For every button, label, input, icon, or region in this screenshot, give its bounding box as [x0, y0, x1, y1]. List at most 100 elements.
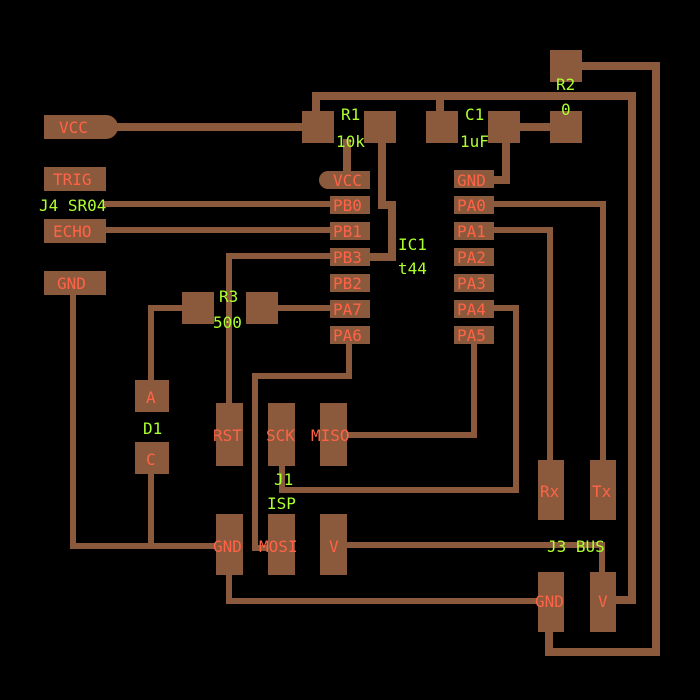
isp-v-pad [320, 514, 347, 575]
ic-pa3-pad [454, 274, 494, 292]
d1-ref: D1 [143, 419, 162, 438]
r3-value: 500 [213, 313, 242, 332]
isp-miso-pad [320, 403, 347, 466]
ic-pa7-label: PA7 [333, 300, 362, 319]
ic-pa1-pad [454, 222, 494, 240]
trig-label: TRIG [53, 170, 92, 189]
ic-pa5-pad [454, 326, 494, 344]
trig-pad [44, 167, 106, 191]
isp-gnd-pad [216, 514, 243, 575]
trace-r3-led [148, 305, 185, 383]
trace-r2-outer [545, 62, 660, 656]
bus-gnd-label: GND [535, 592, 564, 611]
isp-gnd-label: GND [213, 537, 242, 556]
r2-pad-2 [550, 111, 582, 143]
isp-v-label: V [329, 537, 339, 556]
r2-ref: R2 [556, 75, 575, 94]
ic-vcc-pad [319, 171, 370, 189]
j3-ref: J3 BUS [547, 537, 605, 556]
rx-label: Rx [540, 482, 560, 501]
c1-pad-2 [488, 111, 520, 143]
ic-pb2-label: PB2 [333, 274, 362, 293]
tx-pad [590, 460, 616, 520]
trace-pa1-rx [491, 227, 553, 463]
ic-pa6-label: PA6 [333, 326, 362, 345]
isp-sck-pad [268, 403, 295, 466]
r2-pad-1 [550, 50, 582, 82]
ic-pa5-label: PA5 [457, 326, 486, 345]
pad-labels: VCC TRIG ECHO GND VCC PB0 PB1 PB3 PB2 PA… [53, 118, 612, 611]
ic-pb3-label: PB3 [333, 248, 362, 267]
vcc-label: VCC [59, 118, 88, 137]
bus-v-pad [590, 572, 616, 632]
j1-ref: J1 [274, 470, 293, 489]
trace-ic-gnd [490, 139, 510, 184]
tx-label: Tx [592, 482, 612, 501]
trace-pb3-rst [226, 253, 333, 406]
ic-gnd-pad [454, 170, 494, 188]
ic-pa0-label: PA0 [457, 196, 486, 215]
bus-gnd-pad [538, 572, 564, 632]
ic-pa1-label: PA1 [457, 222, 486, 241]
c1-value: 1uF [460, 132, 489, 151]
d1-cathode-label: C [146, 450, 156, 469]
ic-pa6-pad [330, 326, 370, 344]
isp-mosi-label: MOSI [259, 537, 298, 556]
r1-ref: R1 [341, 105, 360, 124]
r2-value: 0 [561, 100, 571, 119]
c1-ref: C1 [465, 105, 484, 124]
isp-sck-label: SCK [266, 426, 295, 445]
echo-pad [44, 219, 106, 243]
r3-ref: R3 [219, 287, 238, 306]
isp-rst-pad [216, 403, 243, 466]
ic-pb0-label: PB0 [333, 196, 362, 215]
bus-v-label: V [598, 592, 608, 611]
trace-pa6-mosi [252, 339, 352, 551]
j1-value: ISP [267, 494, 296, 513]
d1-anode-label: A [146, 388, 156, 407]
traces [70, 62, 660, 656]
trace-pa4-sck [279, 305, 519, 493]
trace-r1-pb3 [366, 139, 396, 261]
r3-pad-2 [246, 292, 278, 324]
trace-gnd [70, 293, 219, 549]
j4-ref: J4 SR04 [39, 196, 106, 215]
echo-label: ECHO [53, 222, 92, 241]
ic-pa3-label: PA3 [457, 274, 486, 293]
r3-pad-1 [182, 292, 214, 324]
isp-rst-label: RST [213, 426, 242, 445]
ic-pa2-pad [454, 248, 494, 266]
ic-pb3-pad [330, 248, 370, 266]
trace-v-bus [343, 542, 605, 575]
ic-pa4-label: PA4 [457, 300, 486, 319]
vcc-pad [44, 115, 118, 139]
trace-isp-gnd-bus [226, 572, 541, 604]
trace-pa0-tx [491, 201, 606, 463]
ic-pb0-pad [330, 196, 370, 214]
gnd-label: GND [57, 274, 86, 293]
ic-vcc-label: VCC [333, 171, 362, 190]
part-labels: R1 10k C1 1uF R2 0 IC1 t44 J4 SR04 R3 50… [39, 75, 605, 556]
d1-cathode-pad [135, 442, 169, 474]
r1-pad-2 [364, 111, 396, 143]
pads [44, 50, 616, 632]
r1-value: 10k [336, 132, 365, 151]
d1-anode-pad [135, 380, 169, 412]
gnd-pad [44, 271, 106, 295]
isp-miso-label: MISO [311, 426, 350, 445]
ic-gnd-label: GND [457, 171, 486, 190]
r1-pad-1 [302, 111, 334, 143]
trace-top-rail [312, 92, 636, 604]
ic-pb1-pad [330, 222, 370, 240]
ic1-value: t44 [398, 259, 427, 278]
ic-pb1-label: PB1 [333, 222, 362, 241]
rx-pad [538, 460, 564, 520]
ic-pb2-pad [330, 274, 370, 292]
ic-pa0-pad [454, 196, 494, 214]
ic-pa4-pad [454, 300, 494, 318]
trace-pa5-miso [343, 339, 477, 438]
ic-pa2-label: PA2 [457, 248, 486, 267]
isp-mosi-pad [268, 514, 295, 575]
ic-pa7-pad [330, 300, 370, 318]
